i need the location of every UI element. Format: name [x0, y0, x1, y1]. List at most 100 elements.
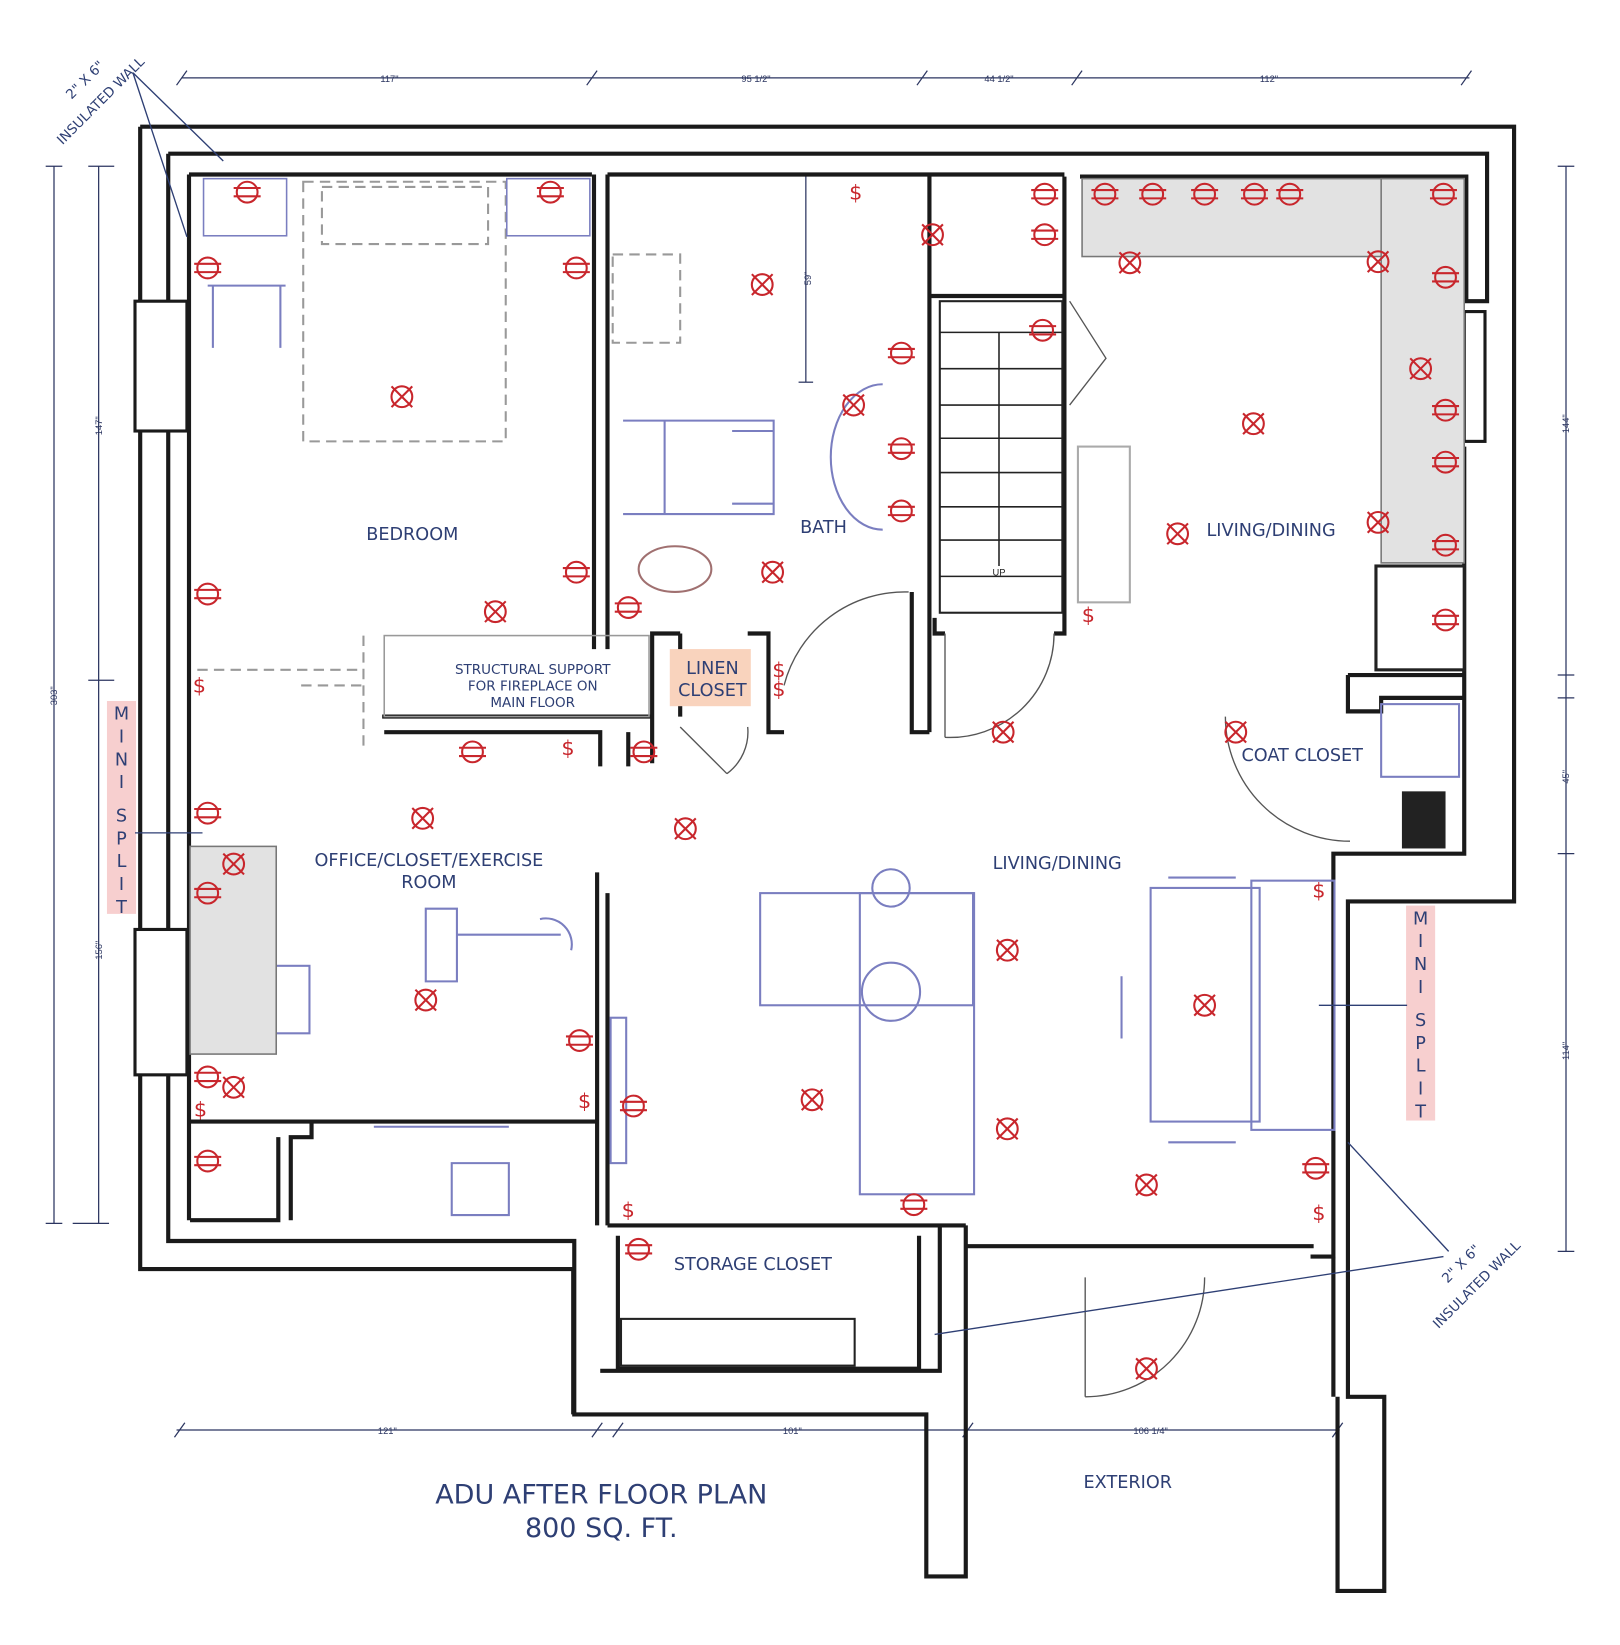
recessed-light-icon [390, 385, 414, 409]
label-living-dining-upper: LIVING/DINING [1206, 521, 1335, 541]
switch-icon: $ [561, 736, 574, 760]
label-linen-line2: CLOSET [678, 681, 747, 701]
sink [829, 383, 883, 531]
dim-label: 121" [378, 1426, 397, 1436]
outlet-icon [1191, 182, 1219, 206]
outlet-icon [459, 740, 487, 764]
recessed-light-icon [414, 988, 438, 1012]
label-office: OFFICE/CLOSET/EXERCISE [314, 851, 543, 871]
plan-title: ADU AFTER FLOOR PLAN [435, 1480, 767, 1511]
closet-rod [373, 1125, 510, 1217]
dimension-right: 144" 45" 114" [1557, 165, 1575, 1253]
mini-split-letter: T [1414, 1102, 1426, 1122]
dim-label: 303" [49, 686, 59, 705]
outlet-icon [194, 881, 222, 905]
label-structural-line3: MAIN FLOOR [490, 695, 575, 711]
dim-label: 95 1/2" [741, 74, 770, 84]
switch-icon: $ [772, 658, 785, 682]
stair-up-label: UP [993, 567, 1006, 577]
mini-split-letter: P [116, 829, 127, 849]
dimension-bath-height: 59" [798, 173, 814, 383]
furniture [189, 177, 1466, 1367]
washer [1380, 703, 1461, 778]
mini-split-letter: P [1415, 1034, 1426, 1054]
staircase: UP [938, 300, 1064, 614]
lamp [871, 868, 911, 908]
label-linen: LINEN [686, 659, 739, 679]
dim-label: 156" [94, 941, 104, 960]
sofa [759, 892, 975, 1007]
switch-icon: $ [1312, 1201, 1325, 1225]
outlet-icon [1432, 398, 1460, 422]
recessed-light-icon [1193, 993, 1217, 1017]
outlet-icon [1031, 223, 1059, 247]
mini-split-letter: M [1413, 909, 1428, 929]
electrical-symbols: $$$$$$$$$$$ [193, 180, 1460, 1381]
outlet-icon [887, 437, 915, 461]
switch-icon: $ [1082, 603, 1095, 627]
label-bath: BATH [800, 518, 847, 538]
mini-split-letter: I [119, 875, 124, 895]
interior-walls [190, 172, 1465, 1373]
switch-icon: $ [622, 1198, 635, 1222]
recessed-light-icon [1135, 1173, 1158, 1197]
mini-split-letter: I [119, 773, 124, 793]
dim-label: 144" [1561, 414, 1571, 433]
recessed-light-icon [673, 817, 697, 841]
recessed-light-icon [750, 273, 774, 296]
mini-split-letter: I [1418, 932, 1423, 952]
recessed-light-icon [800, 1088, 824, 1112]
outlet-icon [562, 256, 590, 280]
dim-label: 101" [783, 1426, 802, 1436]
recessed-light-icon [1166, 522, 1190, 546]
recessed-light-icon [411, 806, 435, 830]
structural-support-outline [197, 635, 365, 746]
outlet-icon [887, 341, 915, 365]
mini-split-letter: S [116, 806, 127, 826]
switch-icon: $ [193, 674, 206, 698]
bed-outline [302, 180, 507, 443]
door-swings [679, 300, 1351, 1398]
recessed-light-icon [483, 600, 507, 624]
desk [189, 845, 278, 1055]
recessed-light-icon [1135, 1357, 1158, 1381]
insulated-wall-callout-bottom: 2" X 6" INSULATED WALL [934, 1141, 1524, 1336]
mini-split-letter: S [1415, 1011, 1426, 1031]
outlet-icon [1139, 182, 1167, 206]
outlet-icon [1429, 182, 1457, 206]
dim-label: 117" [380, 74, 398, 84]
linen-closet-highlight [669, 649, 751, 707]
switch-icon: $ [1312, 878, 1325, 902]
dim-label: 114" [1561, 1042, 1571, 1060]
recessed-light-icon [1242, 412, 1265, 436]
dim-label: 44 1/2" [984, 74, 1013, 84]
label-structural: STRUCTURAL SUPPORT [455, 662, 611, 678]
outlet-icon [565, 1029, 593, 1053]
recessed-light-icon [1366, 510, 1390, 534]
mini-split-letter: L [117, 852, 127, 872]
recessed-light-icon [995, 938, 1019, 962]
mini-split-letter: I [1418, 1080, 1423, 1100]
outlet-icon [619, 1094, 647, 1118]
dim-label: 59" [803, 272, 813, 286]
recessed-light-icon [921, 223, 944, 247]
label-office-line2: ROOM [401, 873, 456, 893]
switch-icon: $ [194, 1097, 207, 1121]
outlet-icon [1276, 182, 1304, 206]
mini-split-letter: M [114, 705, 129, 725]
outlet-icon [1432, 608, 1460, 632]
label-coat-closet: COAT CLOSET [1241, 746, 1363, 766]
outlet-icon [194, 801, 222, 825]
plan-area: 800 SQ. FT. [525, 1513, 678, 1544]
mini-split-letter: N [1414, 955, 1427, 975]
label-bedroom: BEDROOM [366, 525, 458, 545]
refrigerator [1374, 564, 1466, 672]
label-exterior: EXTERIOR [1084, 1473, 1172, 1493]
mini-split-letter: N [115, 750, 128, 770]
dim-label: 112" [1260, 74, 1278, 84]
outlet-icon [194, 1065, 222, 1089]
recessed-light-icon [842, 393, 866, 417]
switch-icon: $ [578, 1089, 591, 1113]
